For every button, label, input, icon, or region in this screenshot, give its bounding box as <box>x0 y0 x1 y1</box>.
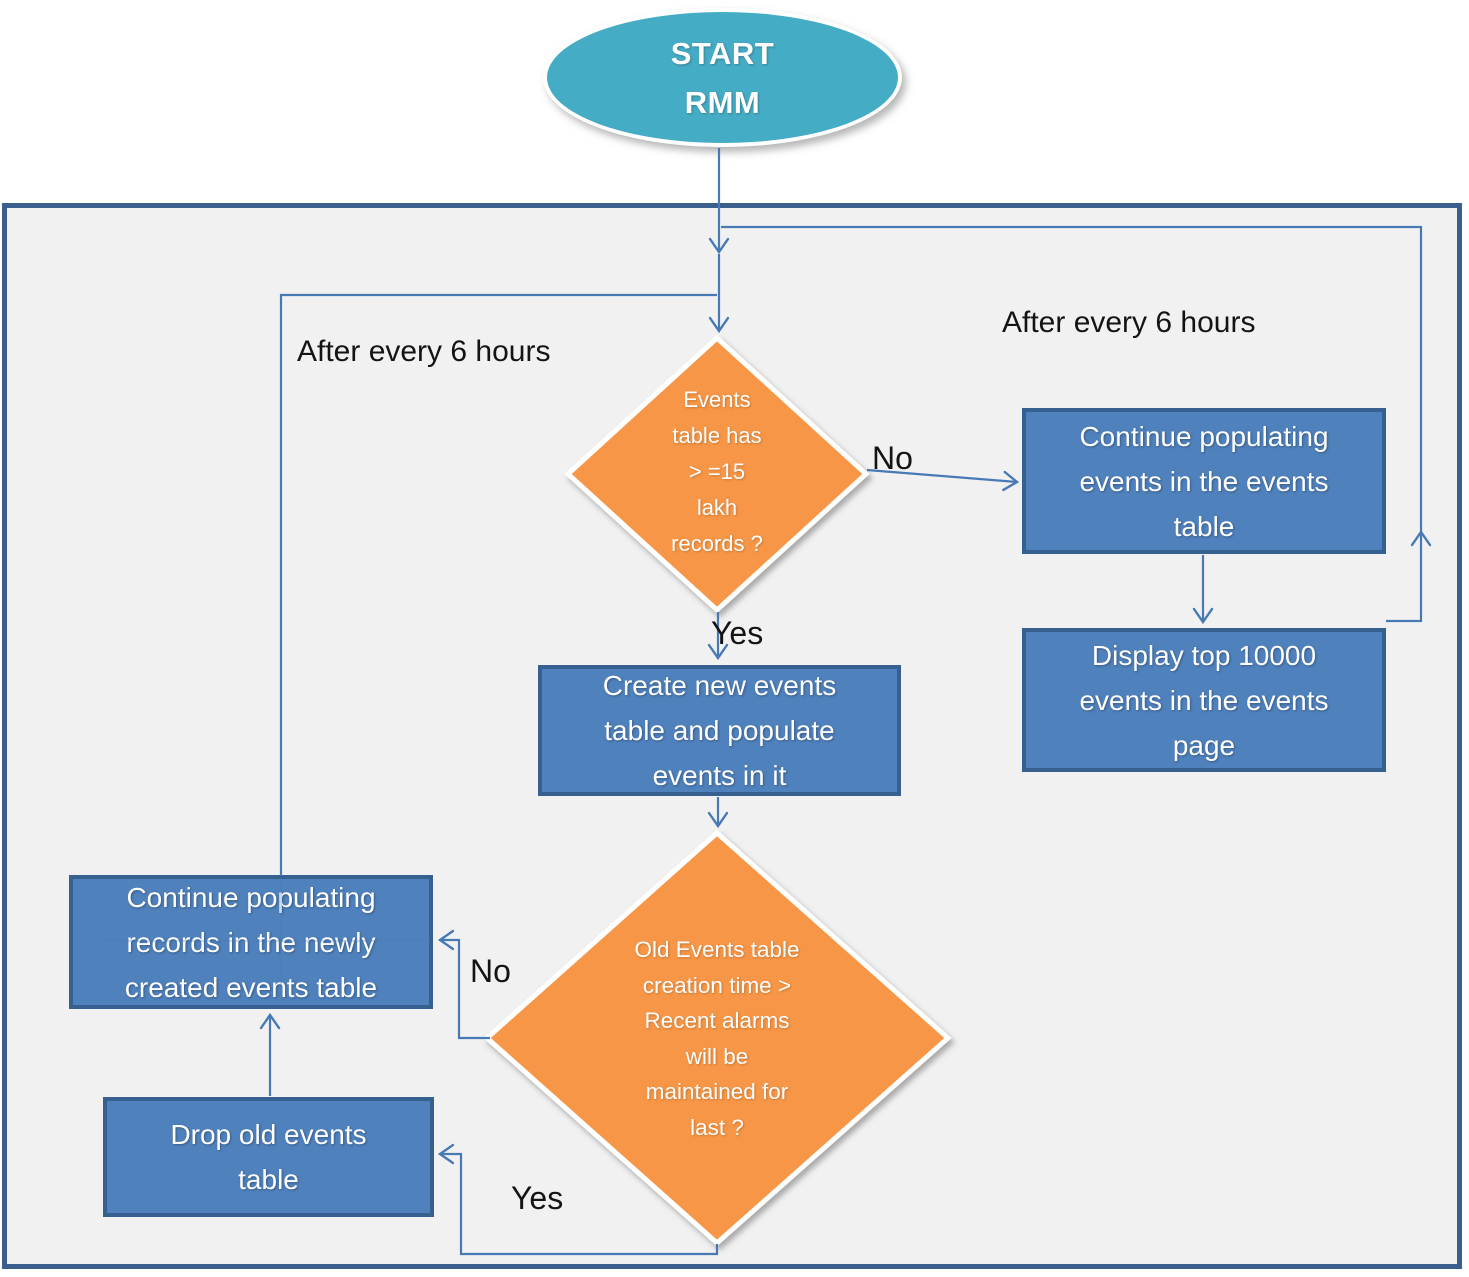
start-label: START RMM <box>670 35 775 120</box>
label-after-every-6-hours-right: After every 6 hours <box>1002 306 1256 339</box>
start-node[interactable]: START RMM <box>543 8 902 147</box>
process-label: Continue populating events in the events… <box>1079 420 1329 542</box>
label-decision2-yes: Yes <box>511 1180 564 1216</box>
process-display-top-events[interactable]: Display top 10000 events in the events p… <box>1022 628 1386 772</box>
label-after-every-6-hours-left: After every 6 hours <box>297 335 551 368</box>
label-decision1-yes: Yes <box>711 615 764 651</box>
label-decision2-no: No <box>470 953 511 989</box>
process-drop-old-events-table[interactable]: Drop old events table <box>103 1097 434 1217</box>
process-create-new-events-table[interactable]: Create new events table and populate eve… <box>538 665 901 796</box>
process-label: Create new events table and populate eve… <box>602 670 837 791</box>
process-label: Drop old events table <box>170 1119 367 1195</box>
process-continue-populating-records[interactable]: Continue populating records in the newly… <box>69 875 433 1009</box>
process-continue-populating-events[interactable]: Continue populating events in the events… <box>1022 408 1386 554</box>
process-label: Continue populating records in the newly… <box>124 881 378 1003</box>
process-label: Display top 10000 events in the events p… <box>1079 639 1329 761</box>
label-decision1-no: No <box>872 440 913 476</box>
